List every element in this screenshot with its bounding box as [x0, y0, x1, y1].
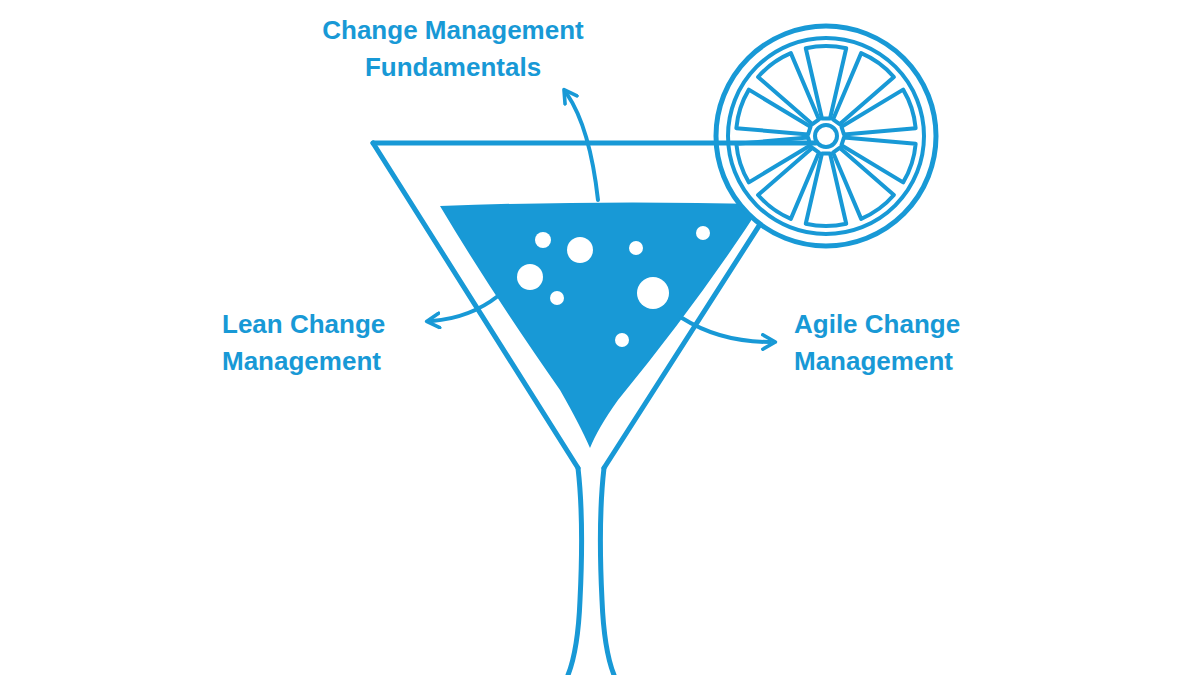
leader-arrow	[567, 94, 598, 200]
leader-arrow	[432, 296, 498, 321]
callout-label: Lean Change Management	[222, 306, 422, 380]
glass-rim	[373, 141, 816, 146]
lemon-slice	[716, 26, 936, 246]
bubbles	[517, 226, 710, 347]
leader-arrow	[682, 318, 770, 342]
lemon-segment	[841, 90, 915, 135]
callout-label: Agile Change Management	[794, 306, 1004, 380]
glass	[373, 143, 812, 675]
callout-label: Change Management Fundamentals	[298, 12, 608, 86]
leader-arrows	[432, 94, 770, 342]
